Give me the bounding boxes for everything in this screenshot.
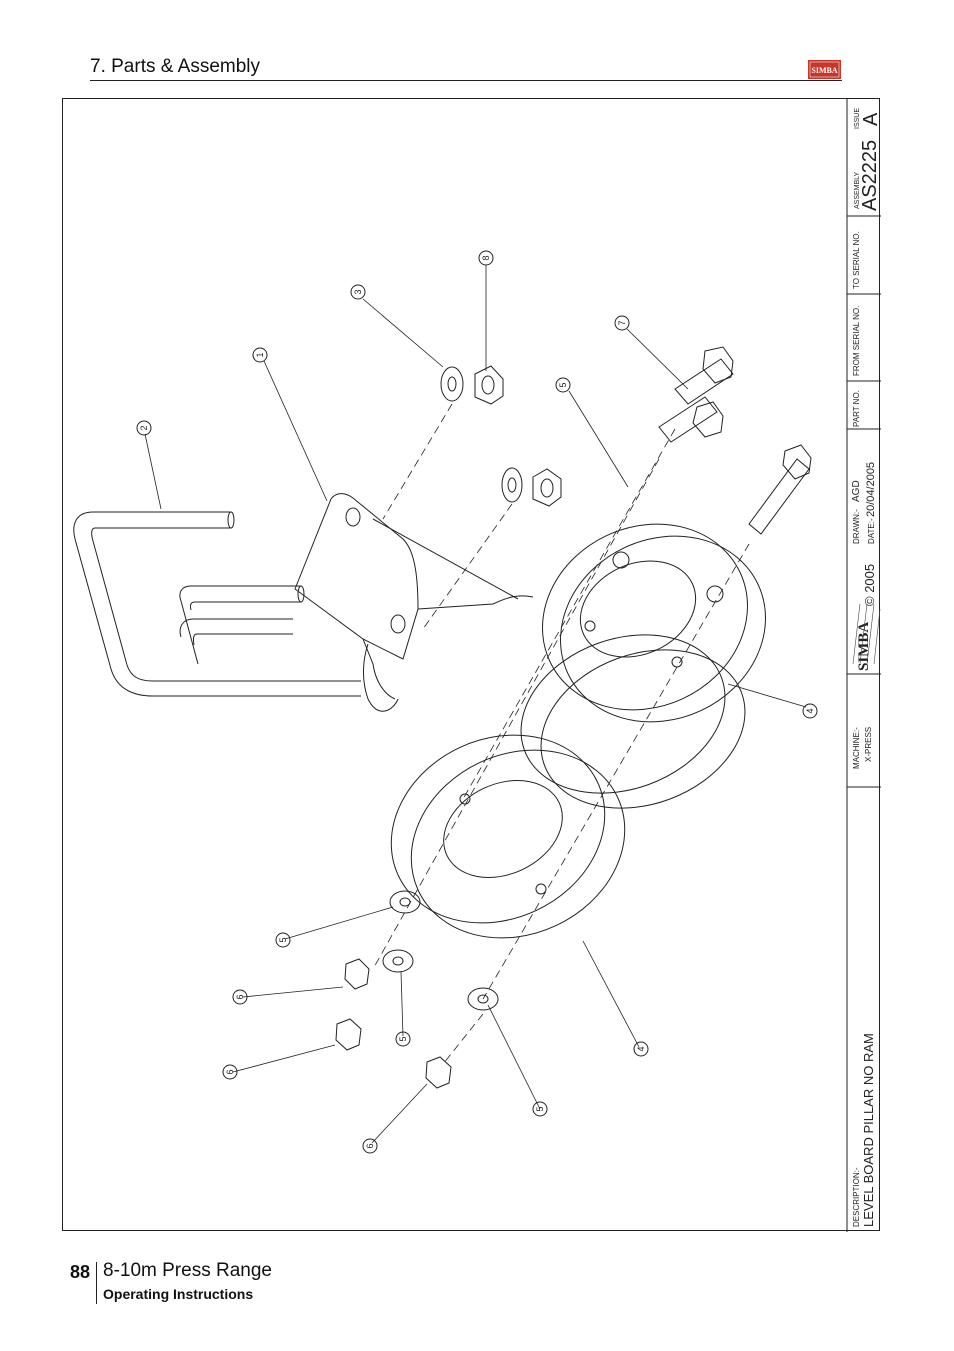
page-number: 88: [70, 1262, 91, 1282]
callout-7: 7: [614, 315, 630, 331]
upper-washer-and-nut: [440, 365, 562, 507]
logo-text: SIMBA: [811, 66, 837, 75]
callouts: 1 2 3 8 7 5 4 5 6 6 5 4 6 5: [136, 250, 818, 1154]
lower-flange-ring: [390, 734, 626, 939]
footer-divider: [96, 1262, 97, 1304]
section-title: 7. Parts & Assembly: [90, 56, 261, 77]
callout-8: 8: [478, 250, 494, 266]
svg-text:6: 6: [235, 994, 245, 999]
assembly-number: AS2225: [859, 140, 881, 211]
footer-subtitle: Operating Instructions: [103, 1286, 254, 1302]
date-label: DATE:-: [867, 518, 876, 544]
callout-3: 3: [350, 284, 366, 300]
machine-value: X-PRESS: [864, 727, 873, 762]
callout-1: 1: [252, 347, 268, 363]
svg-text:5: 5: [535, 1106, 545, 1111]
callout-2: 2: [136, 420, 152, 436]
brand-hatch: [852, 603, 881, 665]
description-label: DESCRIPTION:-: [852, 1167, 861, 1227]
callout-4-upper: 4: [802, 703, 818, 719]
lower-washers-and-nuts: [335, 890, 499, 1089]
svg-text:1: 1: [255, 352, 265, 357]
centre-lines: [372, 403, 750, 1065]
brand-text: SIMBA: [856, 622, 872, 671]
callout-4-lower: 4: [633, 1041, 649, 1057]
drawn-value: AGD: [851, 480, 862, 502]
svg-text:5: 5: [398, 1036, 408, 1041]
callout-5-lower: 5: [532, 1101, 548, 1117]
svg-text:2: 2: [139, 425, 149, 430]
to-serial-label: TO SERIAL NO.: [852, 231, 861, 289]
issue-label: ISSUE: [854, 108, 861, 129]
svg-text:6: 6: [225, 1069, 235, 1074]
svg-text:4: 4: [805, 708, 815, 713]
footer-range-title: 8-10m Press Range: [103, 1260, 272, 1281]
svg-text:7: 7: [617, 320, 627, 325]
part-no-label: PART NO.: [852, 390, 861, 427]
bolts: [658, 346, 812, 535]
assembly-label: ASSEMBLY: [854, 171, 861, 209]
callout-6-upper-left: 6: [232, 989, 248, 1005]
description-value: LEVEL BOARD PILLAR NO RAM: [861, 1033, 876, 1227]
from-serial-label: FROM SERIAL NO.: [852, 306, 861, 376]
upper-flange-ring: [542, 523, 766, 723]
simba-logo: SIMBA: [808, 60, 841, 79]
header-rule: [90, 80, 842, 81]
middle-spacer-ring: [520, 634, 746, 809]
svg-text:3: 3: [353, 289, 363, 294]
exploded-assembly-drawing: ISSUE A ASSEMBLY AS2225 TO SERIAL NO. FR…: [73, 99, 881, 1232]
svg-text:5: 5: [558, 382, 568, 387]
svg-text:5: 5: [278, 937, 288, 942]
machine-label: MACHINE:-: [852, 727, 861, 769]
leader-lines: [144, 265, 807, 1144]
copyright-text: © 2005: [862, 564, 877, 606]
callout-5-upper: 5: [555, 377, 571, 393]
svg-text:6: 6: [365, 1143, 375, 1148]
callout-5-lower-left: 5: [275, 932, 291, 948]
bracket-plate: [294, 493, 534, 712]
svg-text:4: 4: [636, 1046, 646, 1051]
issue-value: A: [860, 112, 881, 126]
drawn-label: DRAWN:-: [852, 509, 861, 544]
callout-6-lower: 6: [362, 1138, 378, 1154]
callout-5-middle: 5: [395, 1031, 411, 1047]
callout-6-middle-left: 6: [222, 1064, 238, 1080]
date-value: 20/04/2005: [865, 462, 877, 517]
svg-text:8: 8: [481, 255, 491, 260]
u-bolt: [73, 511, 361, 697]
drawing-frame: ISSUE A ASSEMBLY AS2225 TO SERIAL NO. FR…: [62, 98, 881, 1232]
